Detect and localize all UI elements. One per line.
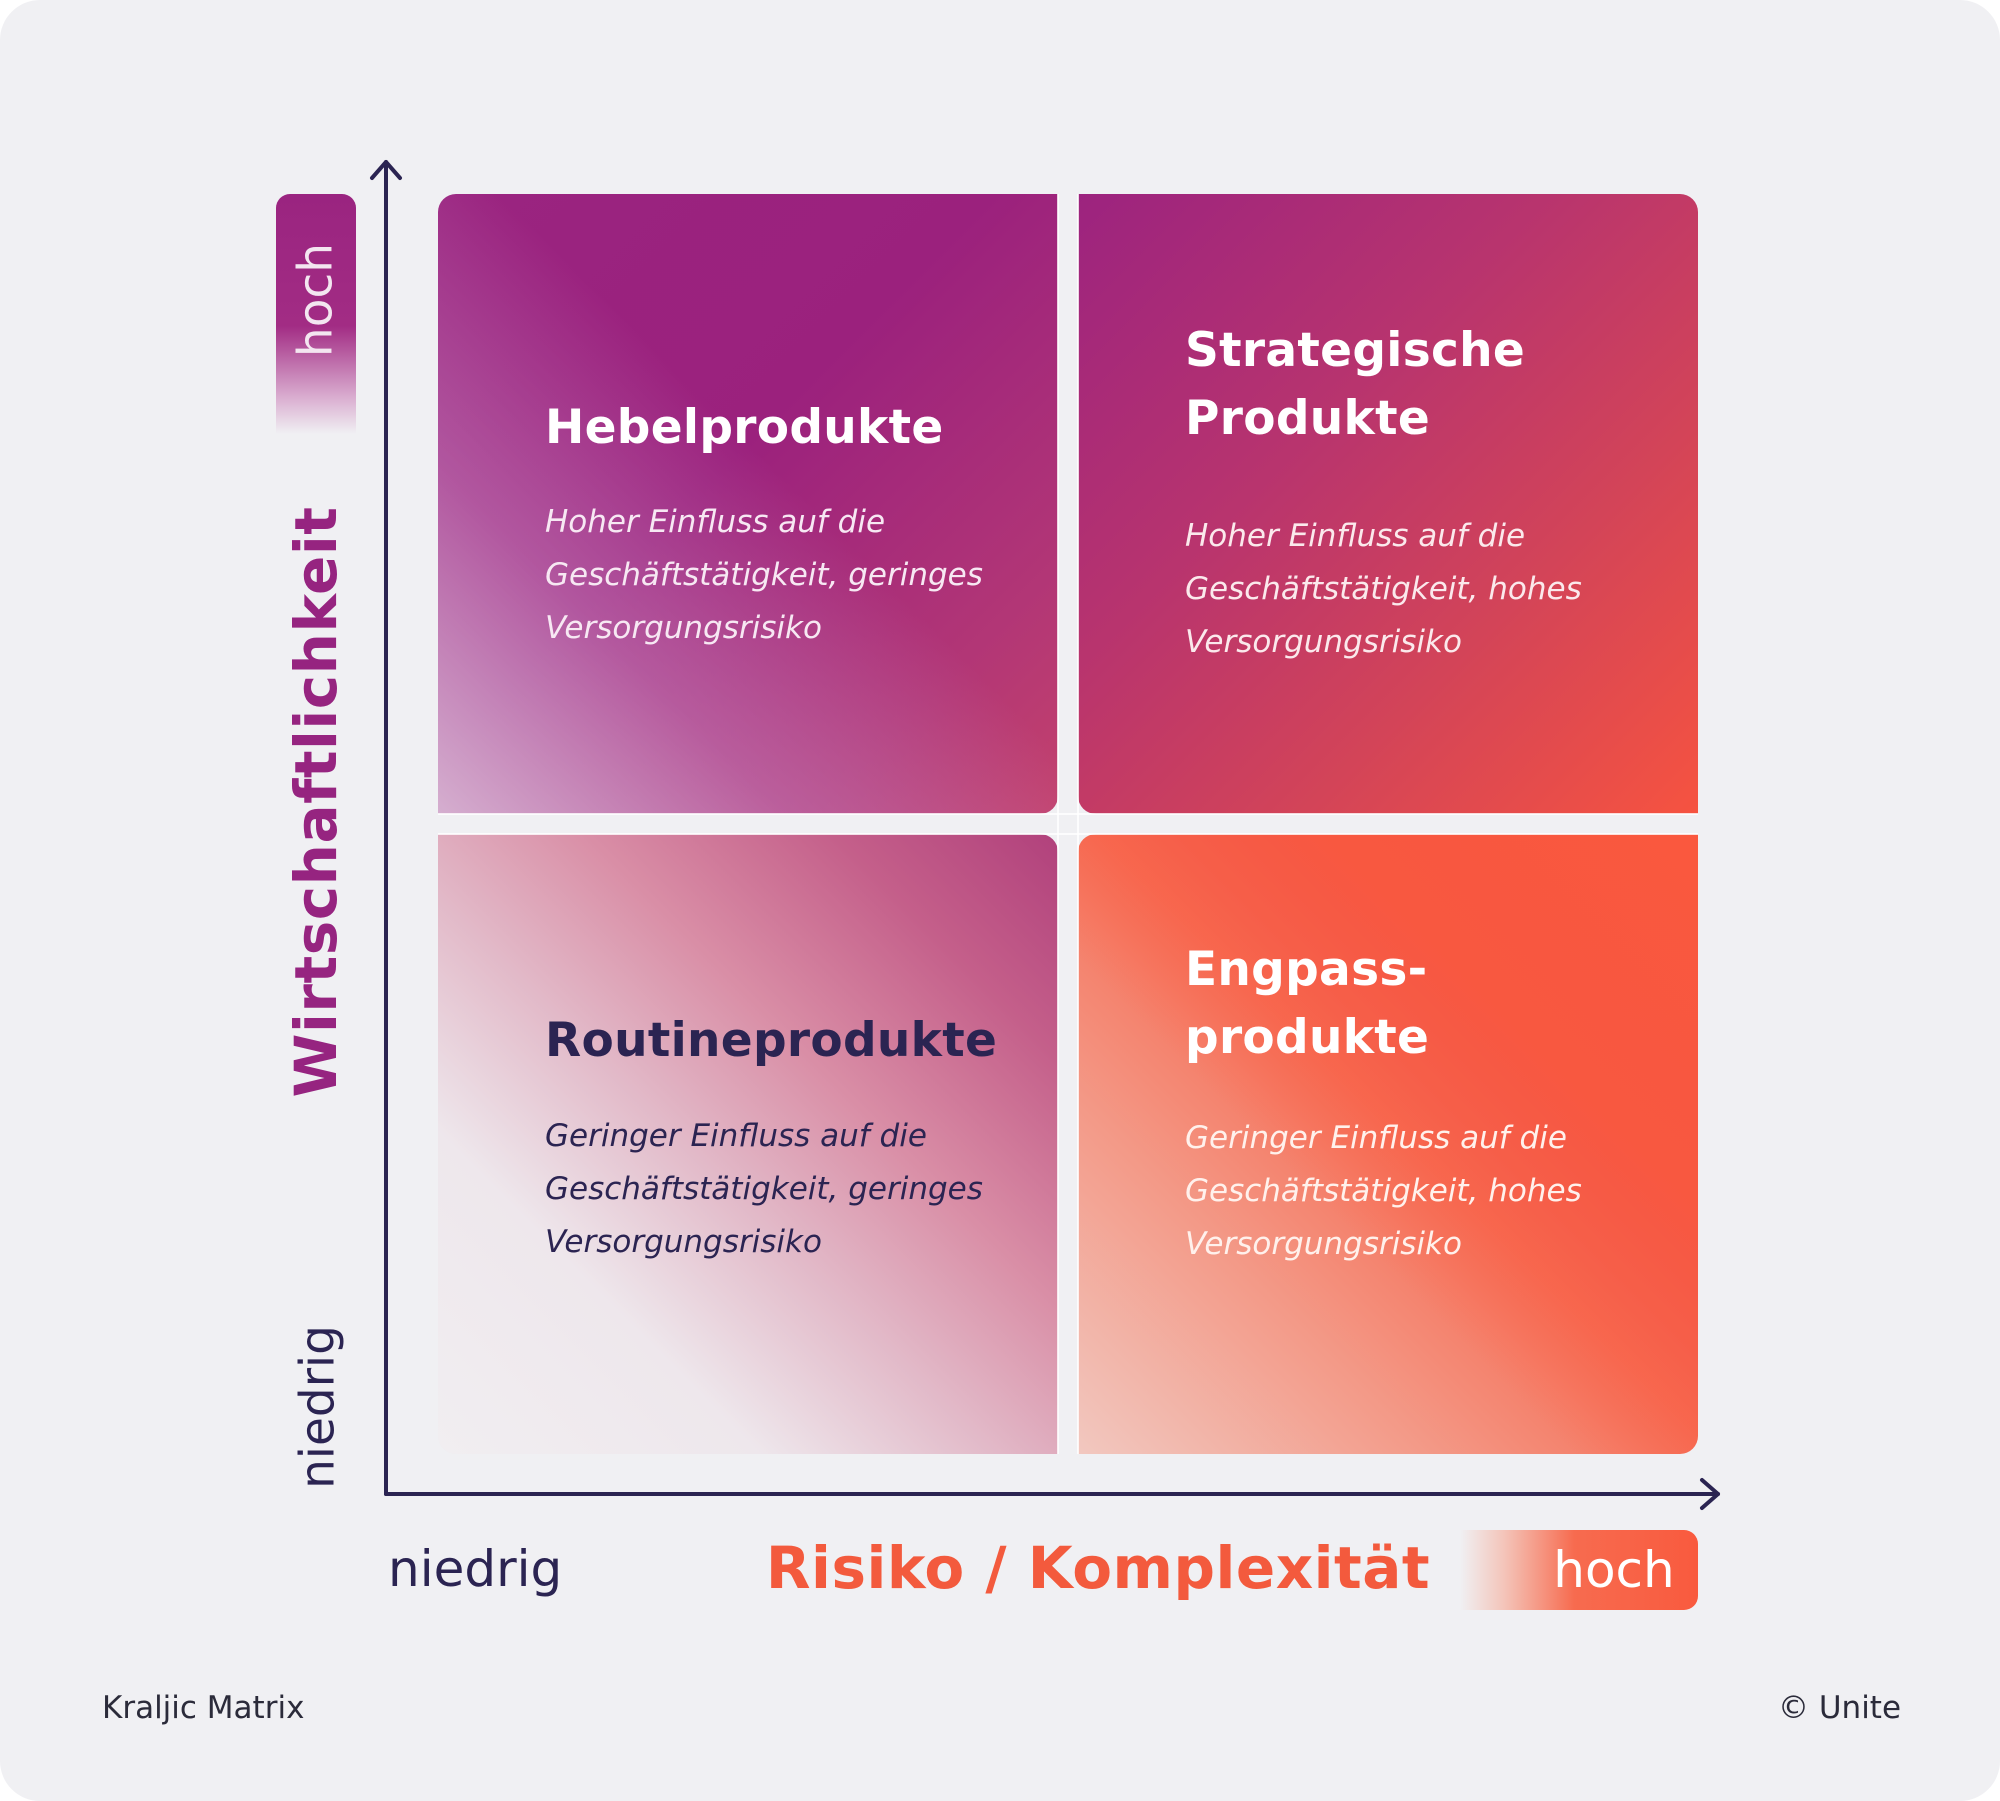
grid-divider-vertical	[1057, 194, 1059, 1454]
y-axis	[370, 160, 402, 1496]
quadrant-desc-line: Geschäftstätigkeit, hohes	[1185, 571, 1582, 607]
quadrant-hebelprodukte: Hebelprodukte Hoher Einfluss auf die Ges…	[438, 194, 1058, 814]
quadrant-description: Geringer Einfluss auf die Geschäftstätig…	[1185, 1112, 1582, 1271]
quadrant-desc-line: Geringer Einfluss auf die	[545, 1118, 927, 1154]
quadrant-desc-line: Versorgungsrisiko	[545, 1224, 822, 1260]
footer-title: Kraljic Matrix	[102, 1690, 305, 1726]
quadrant-desc-line: Versorgungsrisiko	[1185, 1226, 1462, 1262]
quadrant-description: Hoher Einfluss auf die Geschäftstätigkei…	[1185, 510, 1582, 669]
x-axis-title: Risiko / Komplexität	[765, 1534, 1431, 1602]
footer-credit: © Unite	[1778, 1690, 1902, 1726]
y-axis-high-label: hoch	[288, 242, 344, 358]
grid-divider-horizontal	[438, 833, 1698, 835]
quadrant-desc-line: Hoher Einfluss auf die	[545, 504, 886, 540]
quadrant-title-line: Engpass-	[1185, 942, 1428, 997]
y-axis-low-label: niedrig	[290, 1325, 346, 1489]
arrow-up-icon	[370, 160, 402, 180]
quadrant-title-line: Routineprodukte	[545, 1013, 998, 1068]
x-axis	[384, 1478, 1720, 1510]
quadrant-engpassprodukte: Engpass- produkte Geringer Einfluss auf …	[1078, 834, 1698, 1454]
quadrant-desc-line: Geringer Einfluss auf die	[1185, 1120, 1567, 1156]
quadrant-desc-line: Hoher Einfluss auf die	[1185, 518, 1526, 554]
quadrant-title-line: Produkte	[1185, 391, 1431, 446]
quadrant-desc-line: Versorgungsrisiko	[1185, 624, 1462, 660]
x-axis-high-pill	[1460, 1530, 1698, 1610]
quadrant-description: Hoher Einfluss auf die Geschäftstätigkei…	[545, 496, 983, 655]
y-axis-title: Wirtschaftlichkeit	[282, 506, 350, 1098]
y-axis-high-pill	[276, 194, 356, 434]
quadrant-desc-line: Versorgungsrisiko	[545, 610, 822, 646]
quadrant-routineprodukte: Routineprodukte Geringer Einfluss auf di…	[438, 834, 1058, 1454]
quadrant-title-line: produkte	[1185, 1010, 1430, 1065]
quadrant-title: Strategische Produkte	[1185, 317, 1525, 453]
quadrant-strategische-produkte: Strategische Produkte Hoher Einfluss auf…	[1078, 194, 1698, 814]
quadrant-title: Routineprodukte	[545, 1007, 997, 1075]
x-axis-low-label: niedrig	[388, 1540, 563, 1598]
quadrant-desc-line: Geschäftstätigkeit, geringes	[545, 557, 983, 593]
quadrant-title-line: Hebelprodukte	[545, 400, 944, 455]
grid-divider-vertical	[1077, 194, 1079, 1454]
quadrant-title-line: Strategische	[1185, 323, 1526, 378]
quadrant-title: Hebelprodukte	[545, 394, 944, 462]
quadrant-desc-line: Geschäftstätigkeit, hohes	[1185, 1173, 1582, 1209]
grid-divider-horizontal	[438, 813, 1698, 815]
quadrant-description: Geringer Einfluss auf die Geschäftstätig…	[545, 1110, 983, 1269]
x-axis-high-label: hoch	[1553, 1541, 1675, 1599]
quadrant-desc-line: Geschäftstätigkeit, geringes	[545, 1171, 983, 1207]
arrow-right-icon	[1700, 1478, 1720, 1510]
quadrant-title: Engpass- produkte	[1185, 936, 1429, 1072]
